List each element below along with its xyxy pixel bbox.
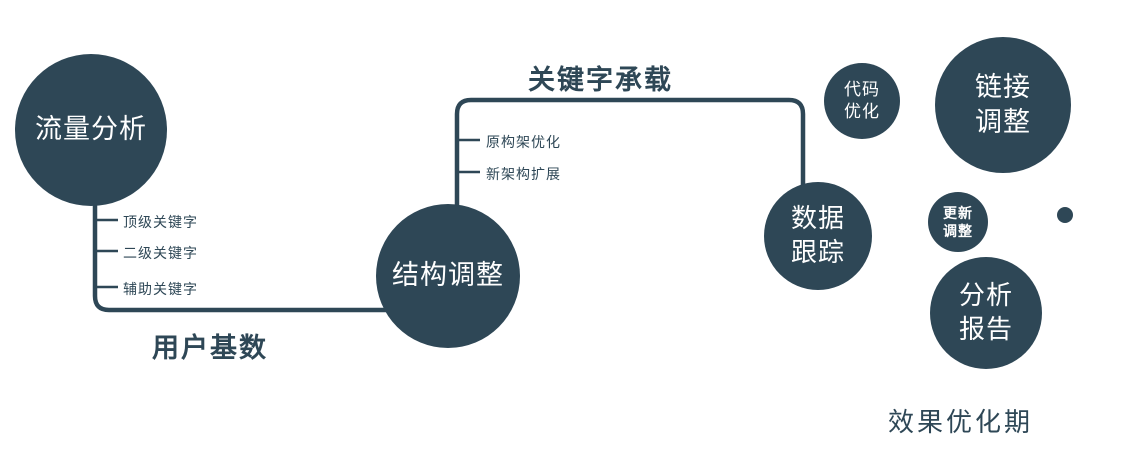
branch-top-keyword: 顶级关键字 xyxy=(123,214,198,230)
path-structure-to-tracking xyxy=(454,97,806,212)
branch-arch-optimize: 原构架优化 xyxy=(486,134,561,150)
branch-aux-keyword: 辅助关键字 xyxy=(123,281,198,297)
branch-arch-expand: 新架构扩展 xyxy=(486,166,561,182)
node-code-optimization: 代码 优化 xyxy=(824,63,900,139)
path-traffic-to-structure xyxy=(92,188,432,313)
footer-effect-optimization: 效果优化期 xyxy=(888,407,1034,437)
node-analysis-report: 分析 报告 xyxy=(930,257,1042,369)
node-data-tracking: 数据 跟踪 xyxy=(764,182,872,290)
edge-label-user-base: 用户基数 xyxy=(152,333,268,363)
node-link-adjustment: 链接 调整 xyxy=(935,37,1071,173)
node-update-adjustment: 更新 调整 xyxy=(928,192,988,252)
branch-second-keyword: 二级关键字 xyxy=(123,245,198,261)
node-small-dot xyxy=(1057,207,1073,223)
edge-label-keyword-carry: 关键字承载 xyxy=(528,65,673,95)
node-structure-adjustment: 结构调整 xyxy=(376,204,520,348)
node-traffic-analysis: 流量分析 xyxy=(15,54,167,206)
